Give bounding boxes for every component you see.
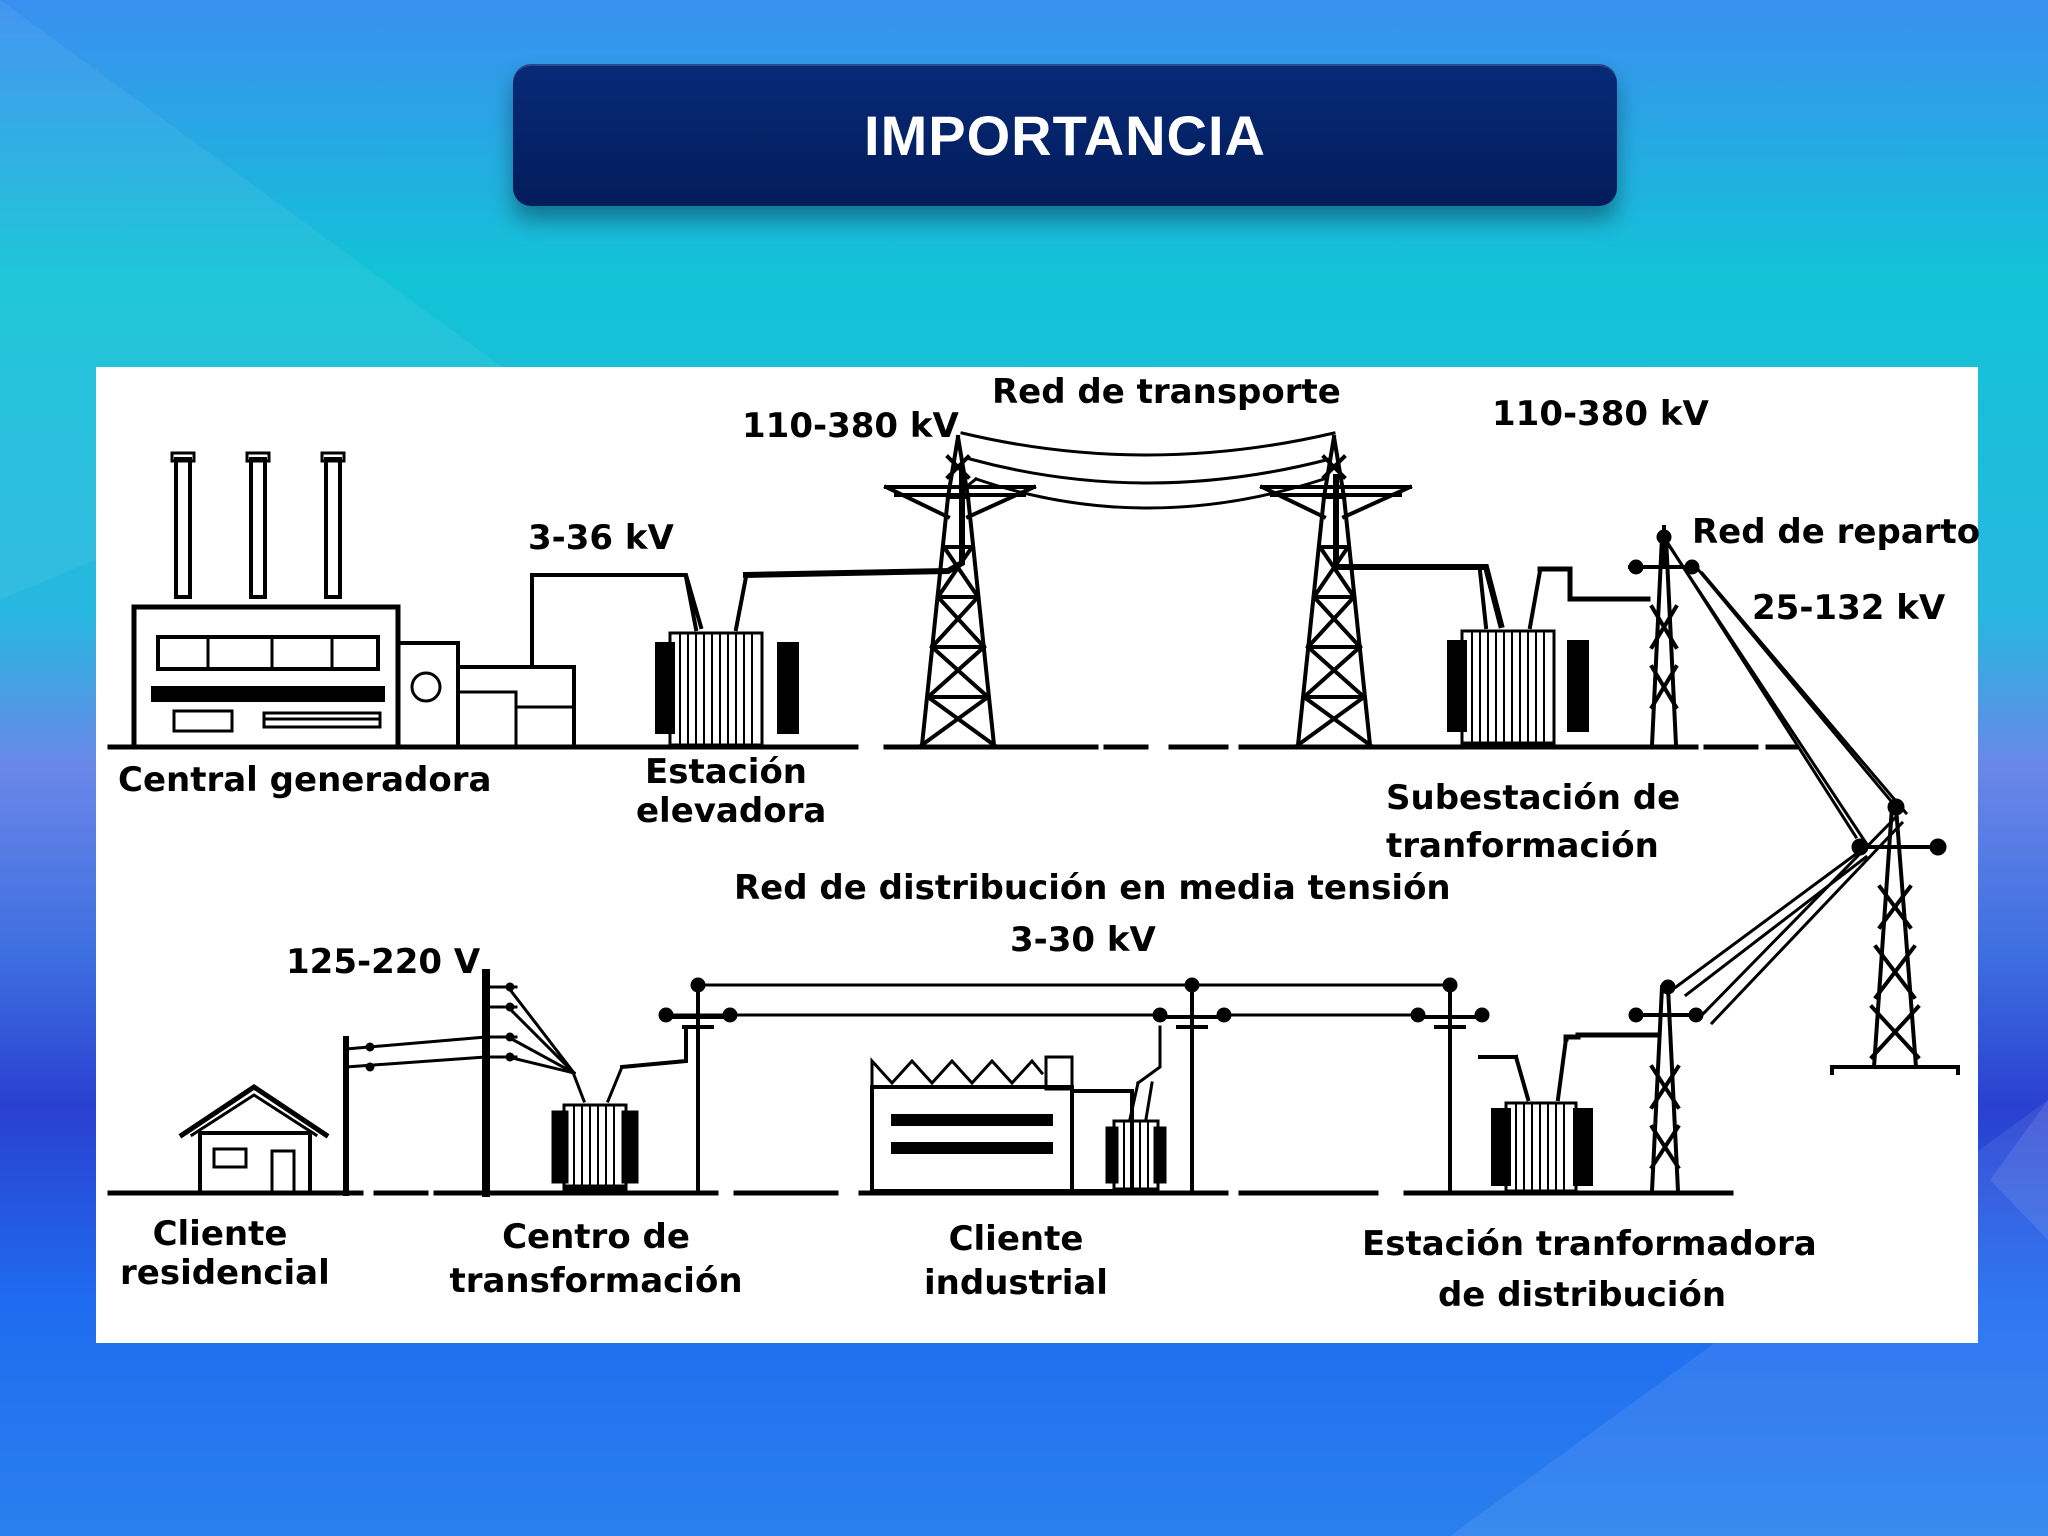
- power-grid-drawing: [107, 431, 1960, 1197]
- label-cliente-industrial-line2: industrial: [924, 1263, 1108, 1304]
- label-centro-transformacion-line2: transformación: [449, 1261, 743, 1302]
- label-v-125-220: 125-220 V: [286, 942, 481, 982]
- label-kv-110-380-right: 110-380 kV: [1492, 394, 1709, 434]
- label-subestacion-line2: tranformación: [1386, 825, 1659, 866]
- power-grid-diagram: Red de transporte 110-380 kV 110-380 kV …: [96, 367, 1981, 1343]
- label-red-distribucion: Red de distribución en media tensión: [734, 868, 1451, 908]
- label-cliente-industrial-line1: Cliente: [948, 1219, 1084, 1259]
- label-cliente-industrial: Cliente industrial: [916, 1217, 1116, 1305]
- label-subestacion-line1: Subestación de: [1386, 778, 1681, 818]
- label-centro-transformacion: Centro de transformación: [446, 1215, 746, 1303]
- title-banner: IMPORTANCIA: [513, 64, 1617, 206]
- label-estacion-elevadora-line1: Estación: [644, 752, 808, 792]
- label-red-reparto: Red de reparto: [1692, 512, 1981, 552]
- label-kv-3-30: 3-30 kV: [1010, 920, 1156, 960]
- label-red-transporte: Red de transporte: [992, 372, 1341, 412]
- label-cliente-residencial-line1: Cliente: [152, 1214, 288, 1254]
- label-central-generadora: Central generadora: [118, 760, 492, 800]
- label-kv-3-36: 3-36 kV: [528, 518, 674, 558]
- label-cliente-residencial-line2: residencial: [120, 1253, 330, 1294]
- label-cliente-residencial: Cliente residencial: [120, 1214, 330, 1294]
- label-estacion-distribucion-line1: Estación tranformadora: [1362, 1224, 1817, 1264]
- label-estacion-elevadora: Estación elevadora: [636, 752, 827, 832]
- page-title: IMPORTANCIA: [864, 103, 1266, 167]
- label-kv-110-380-left: 110-380 kV: [742, 406, 959, 446]
- label-centro-transformacion-line1: Centro de: [502, 1217, 690, 1257]
- label-estacion-distribucion: Estación tranformadora de distribución: [1362, 1219, 1817, 1321]
- label-estacion-elevadora-line2: elevadora: [636, 791, 827, 832]
- label-subestacion: Subestación de tranformación: [1386, 775, 1680, 870]
- label-kv-25-132: 25-132 kV: [1752, 588, 1946, 628]
- label-estacion-distribucion-line2: de distribución: [1437, 1275, 1727, 1315]
